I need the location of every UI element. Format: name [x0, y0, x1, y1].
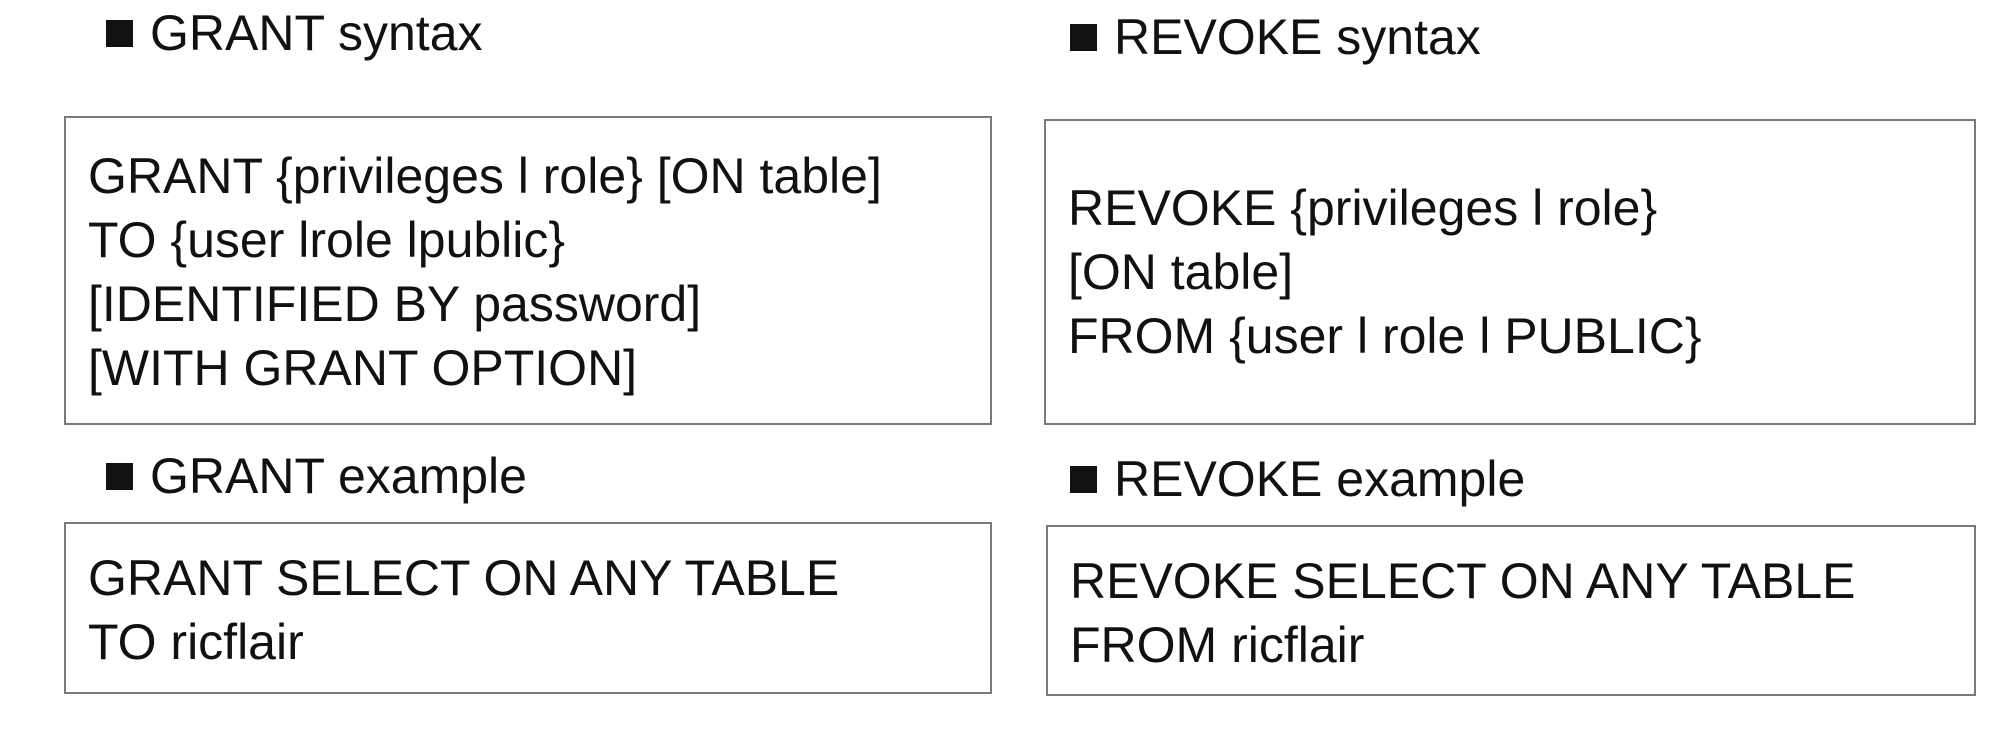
square-bullet-icon	[106, 462, 133, 490]
grant-syntax-heading: GRANT syntax	[106, 8, 483, 58]
grant-syntax-heading-text: GRANT syntax	[150, 5, 483, 61]
square-bullet-icon	[106, 19, 133, 47]
revoke-syntax-heading-text: REVOKE syntax	[1114, 9, 1481, 65]
grant-syntax-line-2: TO {user lrole lpublic}	[88, 212, 566, 268]
grant-example-heading-text: GRANT example	[150, 448, 527, 504]
square-bullet-icon	[1070, 23, 1097, 51]
revoke-syntax-box: REVOKE {privileges l role} [ON table] FR…	[1044, 119, 1976, 425]
grant-example-line-1: GRANT SELECT ON ANY TABLE	[88, 550, 840, 606]
revoke-syntax-heading: REVOKE syntax	[1070, 12, 1481, 62]
revoke-syntax-line-3: FROM {user l role l PUBLIC}	[1068, 308, 1702, 364]
revoke-syntax-line-2: [ON table]	[1068, 244, 1294, 300]
grant-example-line-2: TO ricflair	[88, 614, 304, 670]
grant-syntax-line-4: [WITH GRANT OPTION]	[88, 340, 638, 396]
square-bullet-icon	[1070, 465, 1097, 493]
revoke-example-heading: REVOKE example	[1070, 454, 1525, 504]
revoke-example-box: REVOKE SELECT ON ANY TABLE FROM ricflair	[1046, 525, 1976, 696]
grant-syntax-line-3: [IDENTIFIED BY password]	[88, 276, 702, 332]
grant-syntax-line-1: GRANT {privileges l role} [ON table]	[88, 148, 882, 204]
revoke-syntax-line-1: REVOKE {privileges l role}	[1068, 180, 1658, 236]
revoke-example-line-2: FROM ricflair	[1070, 617, 1365, 673]
revoke-example-line-1: REVOKE SELECT ON ANY TABLE	[1070, 553, 1856, 609]
grant-syntax-box: GRANT {privileges l role} [ON table] TO …	[64, 116, 992, 425]
revoke-example-heading-text: REVOKE example	[1114, 451, 1526, 507]
grant-example-box: GRANT SELECT ON ANY TABLE TO ricflair	[64, 522, 992, 694]
grant-example-heading: GRANT example	[106, 451, 527, 501]
